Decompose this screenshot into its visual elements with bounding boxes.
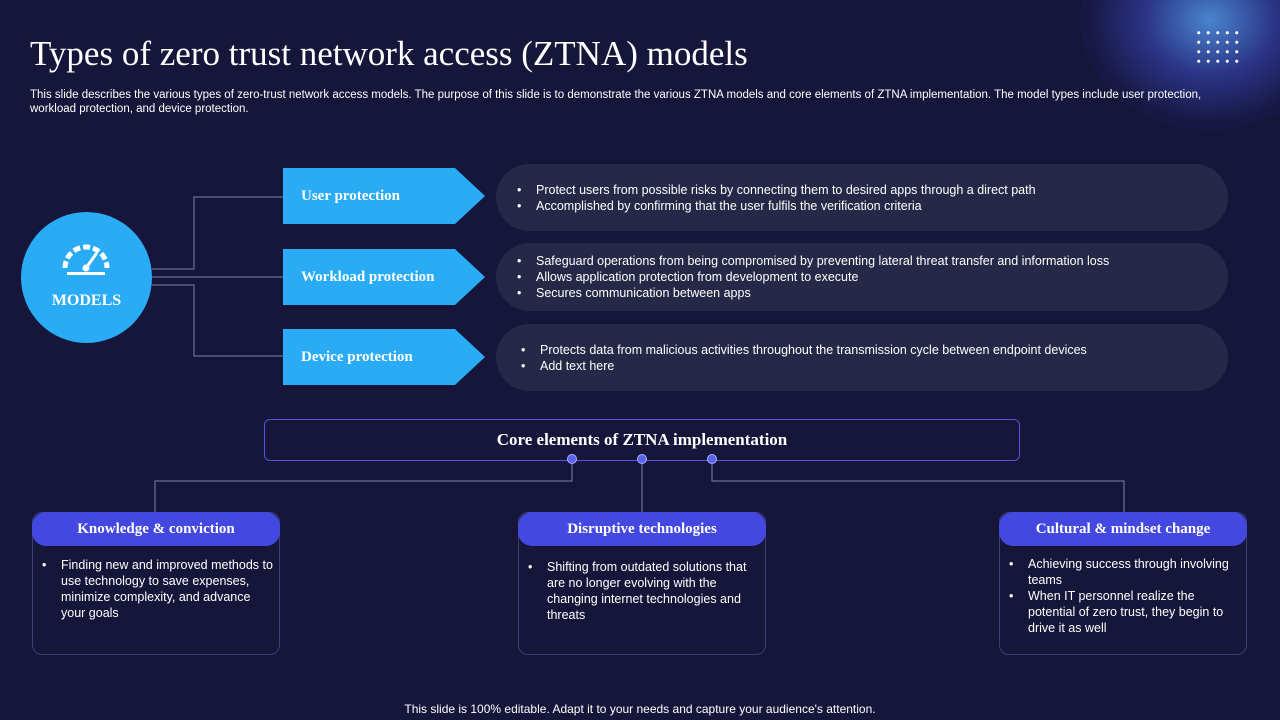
core-element-disruptive-card: Disruptive technologies Shifting from ou… [518, 512, 766, 655]
card-heading: Cultural & mindset change [999, 512, 1247, 546]
slide-footer: This slide is 100% editable. Adapt it to… [404, 702, 876, 716]
slide-description: This slide describes the various types o… [30, 89, 1202, 115]
model-arrow-workload-protection: Workload protection [283, 249, 485, 305]
card-heading: Disruptive technologies [518, 512, 766, 546]
connector-user [152, 196, 283, 270]
list-item: Protects data from malicious activities … [520, 342, 1228, 358]
models-circle: MODELS [21, 212, 152, 343]
list-item: Accomplished by confirming that the user… [516, 198, 1228, 214]
connector-knowledge [154, 463, 573, 512]
device-protection-details: Protects data from malicious activities … [496, 324, 1228, 391]
gauge-icon [62, 244, 110, 275]
connector-device [152, 284, 283, 357]
list-item: Protect users from possible risks by con… [516, 182, 1228, 198]
list-item: Secures communication between apps [516, 285, 1228, 301]
connector-node [707, 454, 717, 464]
connector-node [567, 454, 577, 464]
slide-title: Types of zero trust network access (ZTNA… [30, 34, 748, 73]
list-item: Add text here [520, 358, 1228, 374]
model-arrow-user-protection: User protection [283, 168, 485, 224]
connector-node [637, 454, 647, 464]
user-protection-details: Protect users from possible risks by con… [496, 164, 1228, 231]
list-item: Finding new and improved methods to use … [41, 557, 273, 621]
core-element-knowledge-card: Knowledge & conviction Finding new and i… [32, 512, 280, 655]
list-item: Allows application protection from devel… [516, 269, 1228, 285]
list-item: Achieving success through involving team… [1008, 556, 1240, 588]
connector-cultural [711, 463, 1125, 512]
core-element-cultural-card: Cultural & mindset change Achieving succ… [999, 512, 1247, 655]
list-item: When IT personnel realize the potential … [1008, 588, 1240, 636]
dot-grid-decoration [1194, 28, 1242, 66]
list-item: Shifting from outdated solutions that ar… [527, 559, 759, 623]
models-label: MODELS [51, 292, 122, 309]
list-item: Safeguard operations from being compromi… [516, 253, 1228, 269]
workload-protection-details: Safeguard operations from being compromi… [496, 243, 1228, 311]
card-heading: Knowledge & conviction [32, 512, 280, 546]
model-arrow-device-protection: Device protection [283, 329, 485, 385]
